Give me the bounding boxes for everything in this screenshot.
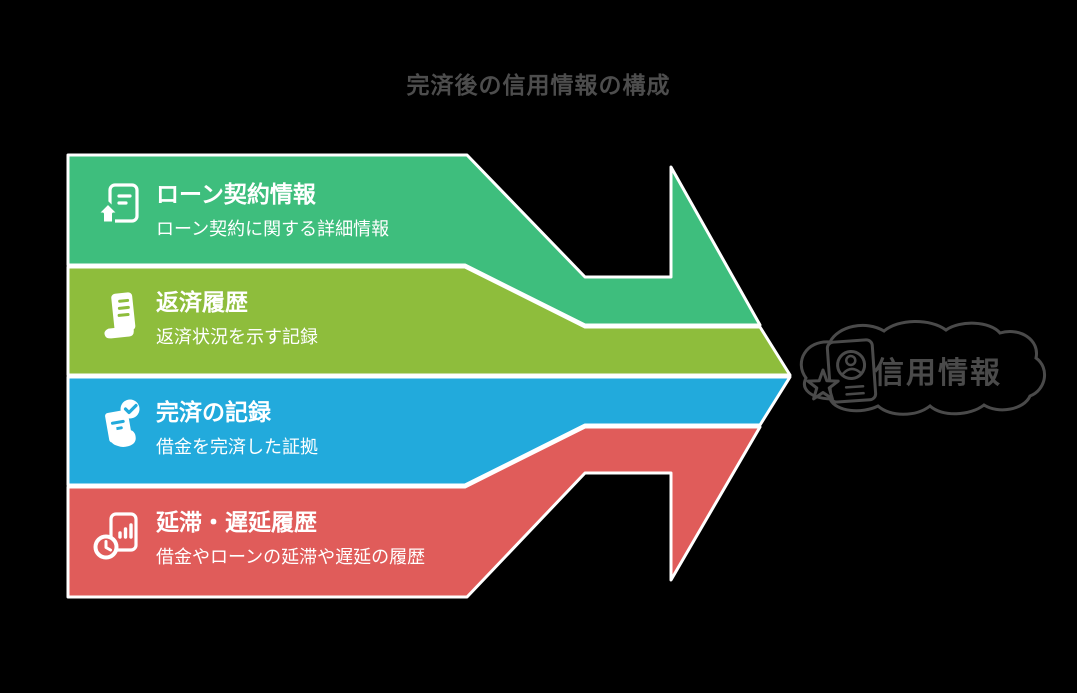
- page-title: 完済後の信用情報の構成: [406, 73, 671, 99]
- loan-document-house-icon: [92, 178, 150, 236]
- avatar-circle: [836, 349, 867, 380]
- band-description: ローン契約に関する詳細情報: [156, 219, 390, 240]
- id-card-star-icon: [825, 338, 878, 404]
- star-icon: [806, 368, 840, 401]
- delinquency-chart-clock-icon: [92, 506, 150, 564]
- band-heading: 延滞・遅延履歴: [156, 510, 317, 536]
- avatar-shoulders: [841, 367, 862, 375]
- band-full-repayment: 完済の記録 借金を完済した証拠: [156, 399, 486, 459]
- avatar-head: [845, 354, 857, 367]
- credit-info-label: 信用情報: [874, 356, 1002, 391]
- band-loan-contract: ローン契約情報 ローン契約に関する詳細情報: [156, 181, 486, 241]
- hand-check-document-icon: [92, 396, 150, 454]
- repayment-receipt-icon: [94, 288, 152, 346]
- credit-info-cloud: [799, 320, 1046, 416]
- band-shape-loan-contract: [66, 153, 762, 327]
- cloud-outline: [799, 320, 1046, 416]
- band-heading: 完済の記録: [156, 400, 271, 426]
- band-shape-delinquency: [66, 425, 762, 599]
- band-delinquency: 延滞・遅延履歴 借金やローンの延滞や遅延の履歴: [156, 509, 486, 569]
- id-card-text-lines: [844, 384, 865, 396]
- band-heading: 返済履歴: [156, 290, 248, 316]
- band-description: 借金を完済した証拠: [156, 437, 318, 458]
- id-card-outline: [825, 338, 878, 404]
- band-description: 返済状況を示す記録: [156, 327, 318, 348]
- band-shape-full-repayment: [66, 375, 792, 487]
- band-shape-repayment-history: [66, 265, 792, 377]
- band-description: 借金やローンの延滞や遅延の履歴: [156, 547, 426, 568]
- band-heading: ローン契約情報: [156, 182, 316, 208]
- band-repayment-history: 返済履歴 返済状況を示す記録: [156, 289, 486, 349]
